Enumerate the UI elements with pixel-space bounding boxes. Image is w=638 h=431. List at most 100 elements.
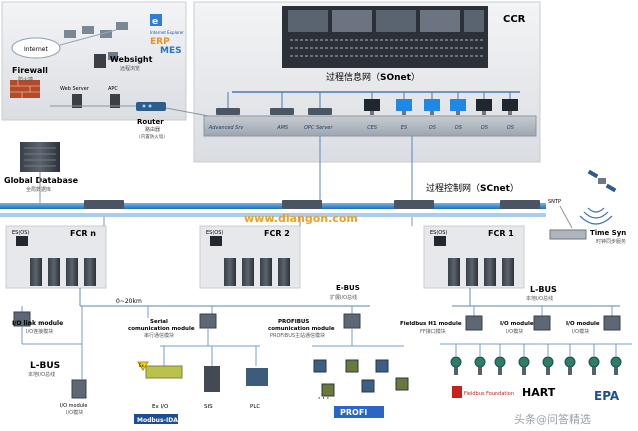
serial-cn-label: 串行通信模块 <box>144 332 174 339</box>
global-database-icon <box>20 142 60 172</box>
fcr-room-1: ES(OS) FCR 2 <box>206 229 290 286</box>
control-cabinet <box>502 258 514 286</box>
station-label: OS <box>455 125 463 131</box>
field-transmitter-0 <box>450 356 462 368</box>
profibus-label-2: comunication module <box>268 326 335 332</box>
router-sub-label: (内置防火墙) <box>139 133 165 140</box>
sntp-label: SNTP <box>548 199 561 205</box>
io-module-left-label: I/O module <box>60 403 87 409</box>
station-monitor-icon <box>476 99 492 111</box>
control-cabinet <box>48 258 60 286</box>
control-cabinet <box>84 258 96 286</box>
comm-module-2 <box>343 313 361 329</box>
fcr-es-label: ES(OS) <box>430 230 447 236</box>
control-cabinet <box>278 258 290 286</box>
hart-brand-label: HART <box>522 386 556 399</box>
comm-module-3 <box>465 315 483 331</box>
station-server-icon <box>216 108 240 115</box>
field-stem-4 <box>546 367 550 375</box>
plc-label: PLC <box>250 404 260 410</box>
station-server-icon <box>308 108 332 115</box>
io-module-1-cn-label: I/O模块 <box>506 328 523 335</box>
lbus-right-label: L-BUS <box>530 285 557 294</box>
scnet-switches <box>84 200 540 209</box>
field-transmitter-2 <box>494 356 506 368</box>
ccr-station-1: AMS <box>270 92 294 131</box>
station-monitor-icon <box>424 99 440 111</box>
plc-unit <box>246 368 268 386</box>
control-cabinet <box>448 258 460 286</box>
comm-module-5 <box>603 315 621 331</box>
sis-label: SIS <box>204 404 213 410</box>
fcr-room-0: ES(OS)FCR n <box>12 229 96 286</box>
ccr-station-6: OS <box>450 92 466 131</box>
profibus-device-5 <box>395 377 409 391</box>
station-label: OS <box>429 125 437 131</box>
corner-watermark-backdrop <box>504 408 636 428</box>
station-stand <box>430 111 434 115</box>
profibus-device-2 <box>375 359 389 373</box>
field-stem-3 <box>522 367 526 375</box>
websight-label: Websight <box>110 55 153 64</box>
profibus-cn-label: PROFIBUS主站通信模块 <box>270 332 325 339</box>
apc-label: APC <box>108 86 118 92</box>
station-monitor-icon <box>396 99 412 111</box>
station-label: OS <box>507 125 515 131</box>
web-server-icon <box>72 94 82 108</box>
station-label: Advanced Srv <box>208 125 245 131</box>
profibus-device-4 <box>361 379 375 393</box>
lbus-left-label: L-BUS <box>30 361 60 371</box>
field-stem-1 <box>478 367 482 375</box>
io-module-left-cn-label: I/O模块 <box>66 409 83 416</box>
station-label: AMS <box>276 125 289 131</box>
station-label: ES <box>401 125 408 131</box>
time-syn-cn-label: 时钟同步服务 <box>596 238 626 245</box>
io-module-left <box>71 379 87 399</box>
control-cabinet <box>242 258 254 286</box>
station-monitor-icon <box>502 99 518 111</box>
ff-module-cn-label: FF接口模块 <box>420 328 446 335</box>
ccr-title: CCR <box>503 14 526 25</box>
station-stand <box>402 111 406 115</box>
ff-brand-label: Fieldbus Foundation <box>464 391 514 397</box>
internet-label: Internet <box>24 46 48 53</box>
io-module-1-label: I/O module <box>500 321 534 327</box>
control-cabinet <box>66 258 78 286</box>
fcr-label: FCR 2 <box>264 229 290 238</box>
field-transmitter-1 <box>474 356 486 368</box>
lbus-left-cn-label: 本地I/O总线 <box>28 371 55 378</box>
operator-desk <box>203 115 537 137</box>
router-cn-label: 路由器 <box>145 126 160 133</box>
ccr-station-2: OPC Server <box>304 92 333 131</box>
satellite-icon <box>587 169 617 193</box>
ff-brand-logo: Fieldbus Foundation <box>452 386 514 398</box>
svg-text:e: e <box>152 17 158 27</box>
profibus-device-0 <box>313 359 327 373</box>
global-db-cn-label: 全局数据库 <box>26 186 51 193</box>
io-link-label: I/O link module <box>12 320 63 327</box>
scnet-bus-b <box>0 213 546 217</box>
control-cabinet <box>224 258 236 286</box>
websight-server-icon <box>94 52 118 68</box>
profi-logo: PROFI <box>334 406 384 418</box>
ie-icon: e <box>150 14 162 27</box>
io-module-2-cn-label: I/O模块 <box>572 328 589 335</box>
control-cabinet <box>260 258 272 286</box>
ccr-station-8: OS <box>502 92 518 131</box>
modbus-logo <box>134 414 178 424</box>
fcr-label: FCR n <box>70 229 96 238</box>
serial-label-2: comunication module <box>128 326 195 332</box>
distance-label: 0~20km <box>116 298 142 305</box>
comm-module-4 <box>533 315 551 331</box>
websight-cn-label: 远程浏览 <box>120 65 140 72</box>
ccr-station-0: Advanced Srv <box>208 92 245 131</box>
station-label: CES <box>367 125 378 131</box>
station-monitor-icon <box>450 99 466 111</box>
fcr-es-label: ES(OS) <box>206 230 223 236</box>
profibus-devices <box>312 328 409 397</box>
ccr-station-3: CES <box>364 92 380 131</box>
es-monitor-icon <box>210 236 222 246</box>
